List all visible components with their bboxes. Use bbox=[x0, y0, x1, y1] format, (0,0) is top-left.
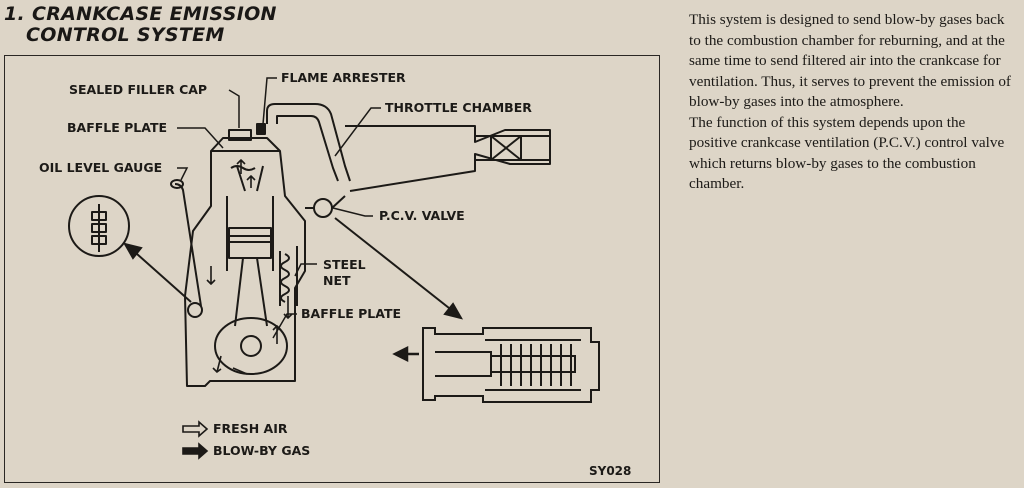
label-sealed-filler-cap: SEALED FILLER CAP bbox=[69, 82, 208, 97]
label-steel-net-line-1: STEEL bbox=[323, 257, 366, 272]
oil-level-gauge-stick bbox=[174, 183, 202, 307]
body-text: This system is designed to send blow-by … bbox=[689, 10, 1011, 195]
label-baffle-plate-lower: BAFFLE PLATE bbox=[301, 306, 402, 321]
steel-net-coil bbox=[280, 253, 290, 303]
blowby-gas-arrow-icon bbox=[182, 442, 209, 460]
crankshaft-shape bbox=[214, 317, 288, 375]
label-steel-net-line-2: NET bbox=[323, 273, 351, 288]
flame-arrester-shape bbox=[256, 123, 266, 135]
section-heading: 1. CRANKCASE EMISSION CONTROL SYSTEM bbox=[4, 4, 277, 46]
oil-gauge-detail-callout bbox=[68, 195, 130, 257]
pcv-valve-detail-drawing bbox=[422, 327, 600, 403]
breather-tube bbox=[266, 103, 351, 182]
heading-line-2: CONTROL SYSTEM bbox=[26, 24, 225, 46]
figure-code: SY028 bbox=[589, 464, 632, 478]
legend-blowby-gas: BLOW-BY GAS bbox=[213, 443, 311, 458]
throttle-chamber-shape bbox=[345, 125, 551, 192]
crankcase-diagram-figure: SEALED FILLER CAP FLAME ARRESTER THROTTL… bbox=[4, 55, 660, 483]
pcv-valve-shape bbox=[313, 198, 333, 218]
engine-cross-section-diagram bbox=[68, 77, 600, 460]
flow-direction-arrow bbox=[392, 345, 419, 363]
body-paragraph-1: This system is designed to send blow-by … bbox=[689, 11, 1011, 110]
cylinder-head bbox=[210, 137, 281, 152]
detail-pointer-arrows bbox=[122, 217, 464, 320]
bleed-through-text-right bbox=[690, 200, 1010, 400]
label-baffle-plate-upper: BAFFLE PLATE bbox=[67, 120, 168, 135]
fresh-air-arrow-icon bbox=[182, 420, 209, 438]
legend-fresh-air: FRESH AIR bbox=[213, 421, 288, 436]
label-throttle-chamber: THROTTLE CHAMBER bbox=[385, 100, 532, 115]
label-pcv-valve: P.C.V. VALVE bbox=[379, 208, 465, 223]
sealed-filler-cap-shape bbox=[228, 129, 252, 141]
connecting-rod bbox=[234, 257, 268, 327]
body-paragraph-2: The function of this system depends upon… bbox=[689, 113, 1005, 193]
heading-line-1: 1. CRANKCASE EMISSION bbox=[4, 3, 277, 25]
label-flame-arrester: FLAME ARRESTER bbox=[281, 70, 406, 85]
label-oil-level-gauge: OIL LEVEL GAUGE bbox=[39, 160, 163, 175]
